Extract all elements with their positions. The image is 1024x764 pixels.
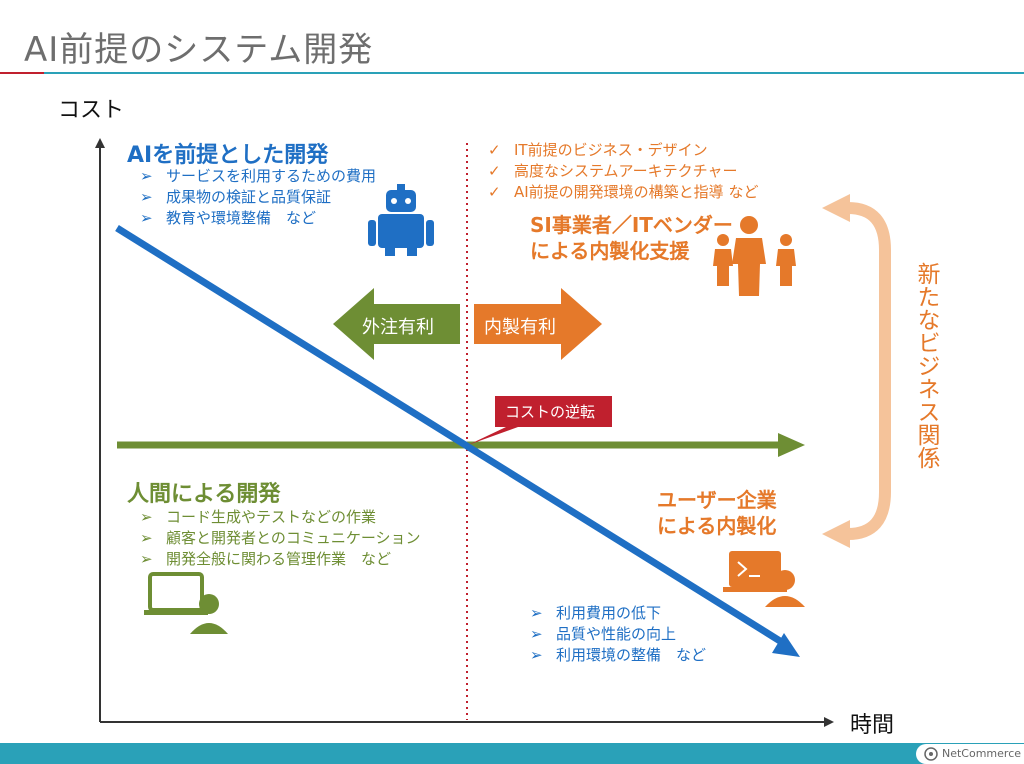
- check-icon: ✓: [488, 141, 501, 159]
- list-item: ➢顧客と開発者とのコミュニケーション: [140, 529, 421, 547]
- si-support-heading: SI事業者／ITベンダー による内製化支援: [530, 213, 733, 263]
- arrow-bullet-icon: ➢: [140, 209, 153, 227]
- side-bracket-arrowhead-top: [822, 194, 850, 222]
- list-item: ➢コード生成やテストなどの作業: [140, 508, 377, 526]
- list-item: ➢品質や性能の向上: [530, 625, 677, 643]
- arrow-bullet-icon: ➢: [140, 550, 153, 568]
- arrow-bullet-icon: ➢: [140, 529, 153, 547]
- developer-icon: [144, 572, 228, 634]
- outsource-arrow[interactable]: [333, 288, 460, 360]
- inhouse-arrow[interactable]: [474, 288, 602, 360]
- outsource-arrow-label: 外注有利: [362, 317, 434, 338]
- callout-label: コストの逆転: [505, 403, 596, 421]
- ai-dev-heading: AIを前提とした開発: [127, 143, 329, 168]
- callout-pointer: [468, 427, 518, 445]
- ai-cost-line: [115, 225, 782, 644]
- list-item: ➢教育や環境整備 など: [140, 209, 317, 227]
- list-item: ➢開発全般に関わる管理作業 など: [140, 550, 392, 568]
- footer-bar: [0, 743, 1024, 764]
- ai-cost-arrowhead: [772, 633, 800, 657]
- title-divider-red: [0, 72, 44, 74]
- side-bracket-arrowhead-bottom: [822, 520, 850, 548]
- business-team-icon: [713, 216, 796, 296]
- human-dev-list: ➢コード生成やテストなどの作業 ➢顧客と開発者とのコミュニケーション ➢開発全般…: [140, 507, 421, 570]
- robot-icon: [368, 184, 434, 256]
- brand-logo-icon: [924, 747, 938, 761]
- check-icon: ✓: [488, 162, 501, 180]
- list-item: ➢利用費用の低下: [530, 604, 662, 622]
- callout-box: [495, 396, 612, 427]
- new-business-relationship-label: 新たなビジネス関係: [913, 262, 939, 469]
- list-item: ➢利用環境の整備 など: [530, 646, 707, 664]
- human-dev-heading: 人間による開発: [127, 482, 281, 507]
- arrow-bullet-icon: ➢: [140, 167, 153, 185]
- y-axis-label: コスト: [58, 98, 125, 123]
- arrow-bullet-icon: ➢: [530, 604, 543, 622]
- list-item: ✓IT前提のビジネス・デザイン: [488, 141, 708, 159]
- user-developer-icon: [723, 551, 805, 607]
- inhouse-arrow-label: 内製有利: [484, 317, 556, 338]
- user-inhouse-list: ➢利用費用の低下 ➢品質や性能の向上 ➢利用環境の整備 など: [530, 603, 706, 666]
- list-item: ✓高度なシステムアーキテクチャー: [488, 162, 738, 180]
- side-bracket: [847, 202, 891, 540]
- list-item: ➢サービスを利用するための費用: [140, 167, 377, 185]
- check-icon: ✓: [488, 183, 501, 201]
- human-cost-arrowhead: [778, 433, 805, 457]
- title-divider-teal: [44, 72, 1024, 74]
- x-axis-label: 時間: [850, 713, 895, 738]
- arrow-bullet-icon: ➢: [530, 625, 543, 643]
- arrow-bullet-icon: ➢: [140, 188, 153, 206]
- list-item: ➢成果物の検証と品質保証: [140, 188, 332, 206]
- arrow-bullet-icon: ➢: [530, 646, 543, 664]
- user-inhouse-heading: ユーザー企業 による内製化: [657, 488, 777, 538]
- list-item: ✓AI前提の開発環境の構築と指導 など: [488, 183, 759, 201]
- footer-brand: NetCommerce: [942, 747, 1022, 760]
- ai-dev-list: ➢サービスを利用するための費用 ➢成果物の検証と品質保証 ➢教育や環境整備 など: [140, 166, 376, 229]
- si-support-list: ✓IT前提のビジネス・デザイン ✓高度なシステムアーキテクチャー ✓AI前提の開…: [488, 140, 758, 203]
- slide-title: AI前提のシステム開発: [24, 30, 374, 70]
- footer-logo-area: [916, 744, 1024, 764]
- arrow-bullet-icon: ➢: [140, 508, 153, 526]
